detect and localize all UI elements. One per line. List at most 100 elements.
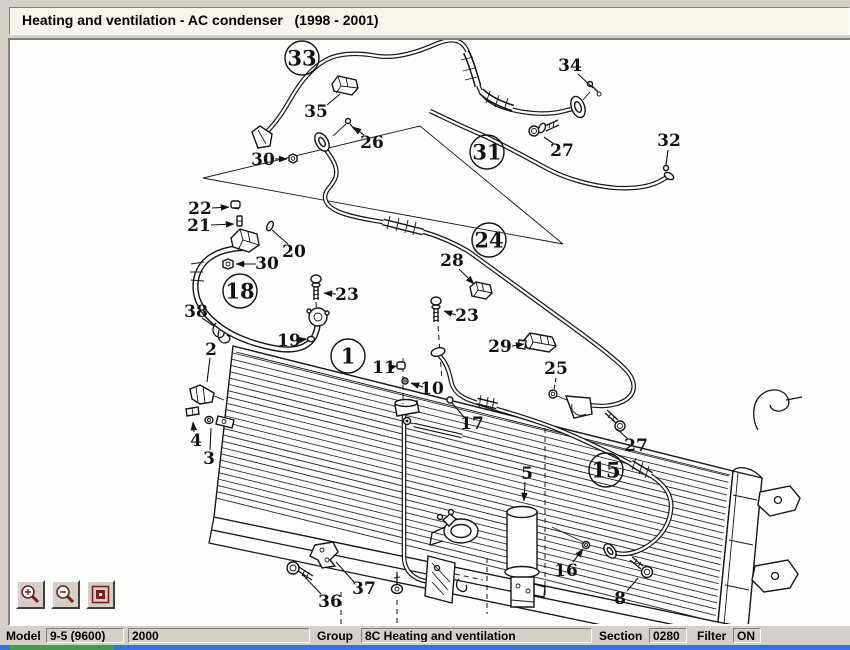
mount-bracket-37 <box>309 541 339 569</box>
grommet-25 <box>548 389 558 399</box>
leader-line-34 <box>577 73 594 89</box>
leader-line-5 <box>521 481 528 502</box>
leader-line-8 <box>626 577 639 592</box>
leader-line-27 <box>616 428 629 440</box>
callout-number-15: 15 <box>591 458 620 483</box>
fit-view-button[interactable] <box>86 580 115 609</box>
part-label-2[interactable]: 2 <box>205 340 217 360</box>
leader-line-17 <box>451 402 465 418</box>
callout-number-18: 18 <box>225 279 254 304</box>
part-label-4[interactable]: 4 <box>190 431 202 451</box>
part-label-23[interactable]: 23 <box>455 306 479 326</box>
leader-line-35 <box>326 93 341 106</box>
part-label-30[interactable]: 30 <box>251 150 275 170</box>
clip-38 <box>212 322 231 344</box>
grommet-10 <box>401 377 409 385</box>
part-label-27[interactable]: 27 <box>624 436 648 456</box>
part-label-38[interactable]: 38 <box>184 302 208 322</box>
bolt-27-right <box>604 409 626 432</box>
leader-line-29 <box>511 342 525 349</box>
part-label-37[interactable]: 37 <box>352 579 376 599</box>
leader-line-22 <box>211 204 230 211</box>
bottom-edge-strip <box>0 645 850 650</box>
part-label-35[interactable]: 35 <box>304 102 328 122</box>
leader-line-3 <box>209 427 212 451</box>
part-label-21[interactable]: 21 <box>187 216 211 236</box>
leader-line-21 <box>210 221 235 228</box>
part-label-11[interactable]: 11 <box>372 358 396 378</box>
bolt-23-left <box>310 274 322 300</box>
callout-circle-18[interactable] <box>222 273 258 309</box>
bolt-lower-center <box>390 572 404 595</box>
part-label-5[interactable]: 5 <box>521 464 533 484</box>
callout-circle-33[interactable] <box>284 40 320 76</box>
valve-21 <box>236 215 243 227</box>
leader-line-11 <box>388 364 398 371</box>
plug-4 <box>185 406 200 417</box>
callout-circle-31[interactable] <box>469 134 505 170</box>
part-label-26[interactable]: 26 <box>360 133 384 153</box>
part-label-16[interactable]: 16 <box>554 561 578 581</box>
part-label-22[interactable]: 22 <box>188 199 212 219</box>
connector-2 <box>189 384 225 405</box>
oring-16 <box>581 540 591 550</box>
bolt-36 <box>286 561 314 581</box>
part-label-32[interactable]: 32 <box>657 131 681 151</box>
leader-line-38 <box>201 317 215 327</box>
leader-line-20 <box>271 229 289 245</box>
part-label-20[interactable]: 20 <box>282 242 306 262</box>
magnifier-plus-icon <box>21 585 40 604</box>
bolt-23-right <box>430 296 442 322</box>
part-label-25[interactable]: 25 <box>544 359 568 379</box>
leader-line-28 <box>458 268 475 285</box>
group-label: Group <box>317 629 353 643</box>
part-label-8[interactable]: 8 <box>614 589 626 609</box>
leader-line-26 <box>352 126 365 136</box>
callout-circle-24[interactable] <box>471 222 507 258</box>
section-value: 0280 <box>649 628 687 643</box>
zoom-out-button[interactable] <box>51 580 80 609</box>
part-label-30[interactable]: 30 <box>255 254 279 274</box>
part-label-3[interactable]: 3 <box>203 449 215 469</box>
part-label-36[interactable]: 36 <box>318 592 342 612</box>
receiver-drier <box>504 505 546 608</box>
oring-20 <box>265 220 275 232</box>
nut-30-top <box>288 153 298 164</box>
part-label-27[interactable]: 27 <box>550 141 574 161</box>
exploded-diagram: 3331241811534352630273222212030233821928… <box>184 40 803 624</box>
part-label-28[interactable]: 28 <box>440 251 464 271</box>
stud-26 <box>344 117 356 131</box>
callout-number-1: 1 <box>341 344 356 369</box>
magnifier-minus-icon <box>56 585 75 604</box>
callout-number-31: 31 <box>472 140 501 165</box>
leader-line-2 <box>206 357 211 383</box>
leader-line-16 <box>572 548 584 563</box>
condenser-brackets-right <box>751 389 803 593</box>
status-bar: Model 9-5 (9600) 2000 Group 8C Heating a… <box>0 628 850 645</box>
part-label-34[interactable]: 34 <box>558 56 582 76</box>
zoom-in-button[interactable] <box>16 580 45 609</box>
bolt-8 <box>629 556 654 579</box>
fit-square-icon <box>91 585 110 604</box>
leader-line-25 <box>553 377 557 391</box>
leader-line-37 <box>335 561 355 583</box>
callout-circle-15[interactable] <box>588 452 624 488</box>
filter-label: Filter <box>697 629 727 643</box>
part-label-19[interactable]: 19 <box>277 331 301 351</box>
part-label-23[interactable]: 23 <box>335 285 359 305</box>
leader-line-36 <box>301 573 322 595</box>
pipe-24 <box>314 132 636 419</box>
part-label-17[interactable]: 17 <box>460 414 484 434</box>
callout-number-33: 33 <box>287 46 316 71</box>
bolt-27-top <box>528 119 560 137</box>
oring-3 <box>204 415 214 425</box>
leader-line-32 <box>665 149 669 166</box>
part-label-10[interactable]: 10 <box>420 379 444 399</box>
year-value: 2000 <box>128 628 310 643</box>
clip-28 <box>469 281 493 300</box>
part-label-29[interactable]: 29 <box>488 337 512 357</box>
zoom-toolbar <box>16 580 115 609</box>
callout-circle-1[interactable] <box>330 338 366 374</box>
